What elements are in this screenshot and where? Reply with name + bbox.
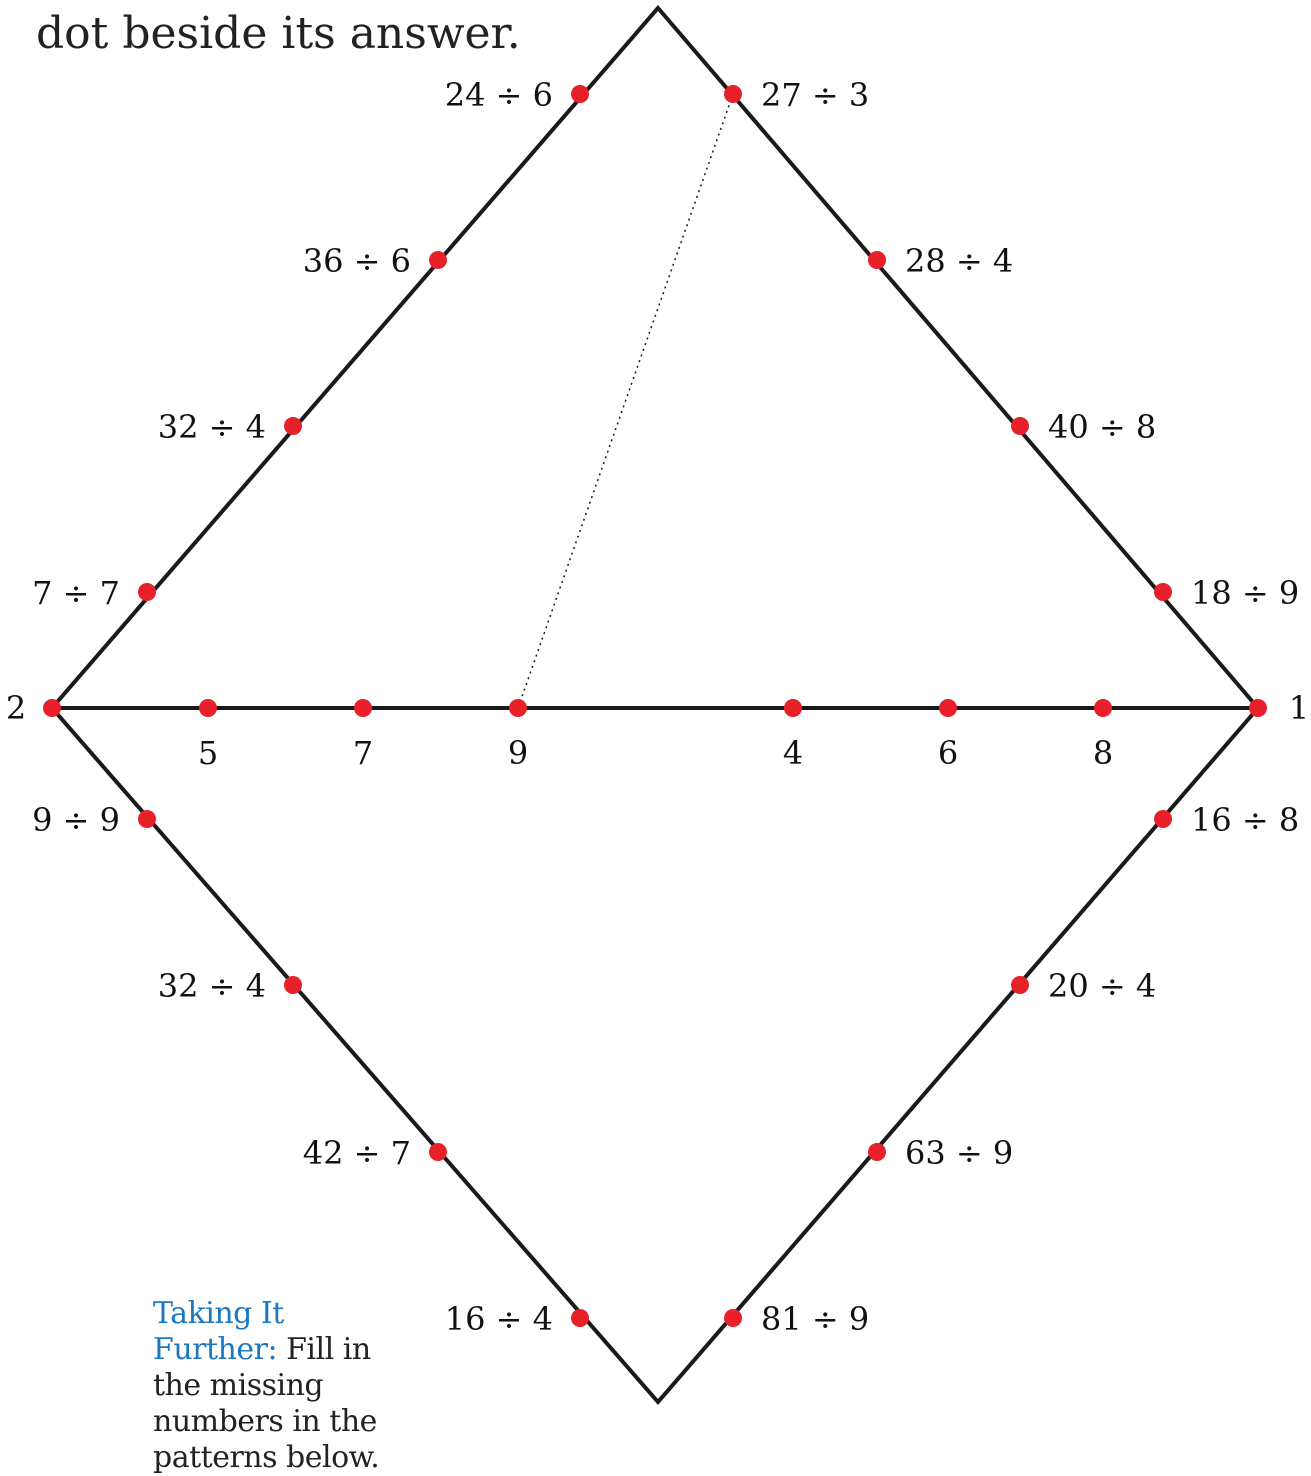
worksheet-page: dot beside its answer. 2 1 5 7 9 4 6 8 24 ÷ 6 27 … xyxy=(6,4,1309,1475)
problem-upper-left: 32 ÷ 4 xyxy=(158,408,266,446)
problem-lower-right: 16 ÷ 8 xyxy=(1191,801,1299,839)
dot-upper-right-1[interactable] xyxy=(724,85,742,103)
problem-upper-right: 40 ÷ 8 xyxy=(1048,408,1156,446)
dot-lower-right-2[interactable] xyxy=(1011,976,1029,994)
puzzle-dots xyxy=(43,85,1267,1327)
problem-lower-right: 81 ÷ 9 xyxy=(761,1300,869,1338)
diamond-outline xyxy=(49,4,1261,1406)
puzzle-labels: 2 1 5 7 9 4 6 8 24 ÷ 6 27 ÷ 3 36 ÷ 6 28 ÷ 4 32 ÷ 4 40… xyxy=(6,76,1309,1338)
middle-number-label: 6 xyxy=(938,734,958,772)
middle-number-label: 4 xyxy=(783,734,803,772)
problem-lower-left: 32 ÷ 4 xyxy=(158,967,266,1005)
dot-upper-left-4[interactable] xyxy=(138,583,156,601)
dot-upper-left-1[interactable] xyxy=(571,85,589,103)
dot-upper-left-3[interactable] xyxy=(284,417,302,435)
problem-upper-right: 18 ÷ 9 xyxy=(1191,574,1299,612)
instruction-text: dot beside its answer. xyxy=(36,8,521,59)
dot-upper-right-4[interactable] xyxy=(1154,583,1172,601)
dot-middle-3[interactable] xyxy=(509,699,527,717)
problem-upper-right: 28 ÷ 4 xyxy=(905,242,1013,280)
dot-to-dot-puzzle: 2 1 5 7 9 4 6 8 24 ÷ 6 27 ÷ 3 36 ÷ 6 28 ÷ 4 32 ÷ 4 40… xyxy=(6,4,1309,1406)
problem-lower-left: 42 ÷ 7 xyxy=(303,1134,411,1172)
corner-label-left: 2 xyxy=(6,689,26,727)
dot-middle-5[interactable] xyxy=(939,699,957,717)
dot-upper-right-3[interactable] xyxy=(1011,417,1029,435)
dot-lower-right-3[interactable] xyxy=(868,1143,886,1161)
dot-upper-right-2[interactable] xyxy=(868,251,886,269)
dot-upper-left-2[interactable] xyxy=(429,251,447,269)
dot-middle-1[interactable] xyxy=(199,699,217,717)
problem-upper-left: 36 ÷ 6 xyxy=(303,242,411,280)
middle-number-label: 7 xyxy=(353,734,373,772)
dot-lower-left-4[interactable] xyxy=(571,1309,589,1327)
problem-lower-right: 20 ÷ 4 xyxy=(1048,967,1156,1005)
problem-lower-left: 16 ÷ 4 xyxy=(445,1300,553,1338)
problem-upper-left: 7 ÷ 7 xyxy=(32,574,120,612)
problem-lower-right: 63 ÷ 9 xyxy=(905,1134,1013,1172)
example-dotted-connector xyxy=(517,93,734,709)
dot-lower-right-1[interactable] xyxy=(1154,810,1172,828)
dot-lower-left-1[interactable] xyxy=(138,810,156,828)
middle-number-label: 9 xyxy=(508,734,528,772)
dot-corner-left[interactable] xyxy=(43,699,61,717)
dot-corner-right[interactable] xyxy=(1249,699,1267,717)
dot-middle-2[interactable] xyxy=(354,699,372,717)
middle-number-label: 8 xyxy=(1093,734,1113,772)
corner-label-right: 1 xyxy=(1289,689,1309,727)
dot-middle-6[interactable] xyxy=(1094,699,1112,717)
taking-it-further-heading: Taking It Further: xyxy=(153,1296,284,1367)
problem-lower-left: 9 ÷ 9 xyxy=(32,801,120,839)
middle-number-label: 5 xyxy=(198,734,218,772)
dot-lower-left-3[interactable] xyxy=(429,1143,447,1161)
taking-it-further-note: Taking It Further: Fill in the missing n… xyxy=(153,1296,413,1476)
dot-lower-right-4[interactable] xyxy=(724,1309,742,1327)
problem-upper-left: 24 ÷ 6 xyxy=(445,76,553,114)
dot-middle-4[interactable] xyxy=(784,699,802,717)
problem-upper-right: 27 ÷ 3 xyxy=(761,76,869,114)
dot-lower-left-2[interactable] xyxy=(284,976,302,994)
puzzle-lines xyxy=(49,4,1261,1406)
